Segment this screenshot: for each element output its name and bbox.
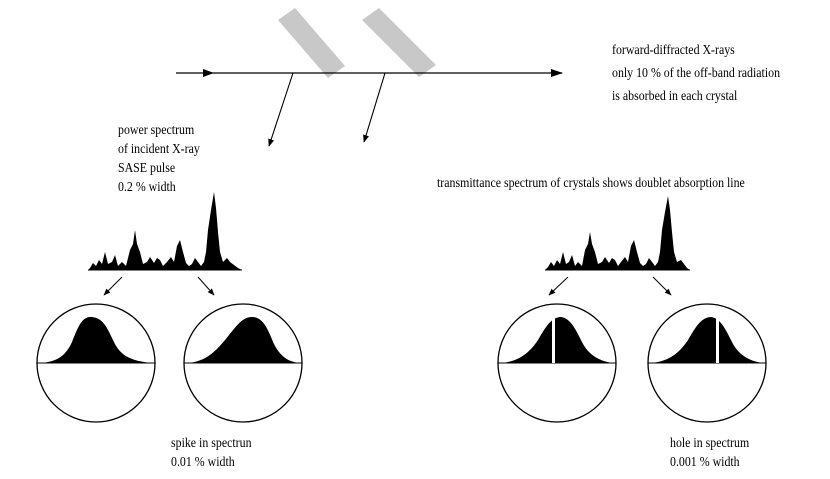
incident-spectrum-label: power spectrum of incident X-ray SASE pu…: [118, 121, 200, 195]
hole-label: hole in spectrum 0.001 % width: [670, 434, 749, 470]
hole-circle-1: [497, 303, 617, 423]
spike-line-2: 0.01 % width: [171, 454, 235, 469]
spectrum-arrow-2: [197, 276, 215, 296]
transmittance-label: transmittance spectrum of crystals shows…: [437, 175, 745, 190]
reflected-beam-1: [268, 72, 294, 147]
spike-circle-1: [36, 303, 156, 423]
forward-line-2: only 10 % of the off-band radiation: [612, 65, 781, 80]
incident-line-3: SASE pulse: [118, 160, 176, 175]
hole-line-2: 0.001 % width: [670, 454, 740, 469]
forward-line-3: is absorbed in each crystal: [612, 88, 738, 103]
reflected-beam-2: [363, 72, 386, 143]
incident-line-2: of incident X-ray: [118, 141, 200, 156]
hole-line-1: hole in spectrum: [670, 435, 750, 450]
incident-line-1: power spectrum: [118, 122, 195, 137]
forward-diffracted-label: forward-diffracted X-rays only 10 % of t…: [612, 41, 780, 104]
spectrum-arrow-1: [103, 276, 123, 296]
hole-circle-2: [647, 303, 767, 423]
spectrum-arrow-4: [652, 276, 672, 296]
spike-label: spike in spectrun 0.01 % width: [171, 434, 252, 470]
spectrum-arrow-3: [548, 276, 569, 296]
beam-arrowhead-left: [203, 69, 214, 77]
beam-arrowhead-right: [551, 69, 563, 77]
spike-line-1: spike in spectrun: [171, 435, 252, 450]
transmittance-spectrum: [545, 196, 690, 271]
spike-circle-2: [183, 303, 303, 423]
crystal-2: [362, 8, 436, 77]
incident-spectrum: [88, 192, 242, 271]
incident-line-4: 0.2 % width: [118, 179, 176, 194]
forward-line-1: forward-diffracted X-rays: [612, 42, 735, 57]
crystal-1: [278, 8, 345, 78]
